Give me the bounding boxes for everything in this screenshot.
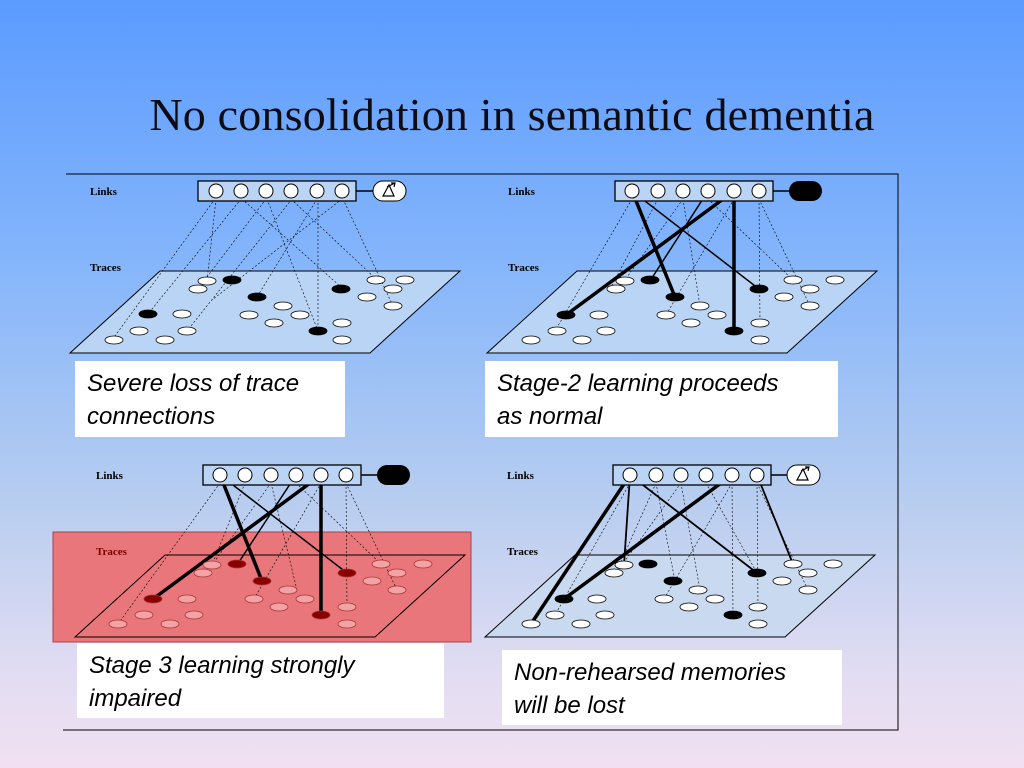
caption-line: Stage 3 learning strongly xyxy=(89,652,355,679)
link-nodes xyxy=(624,183,767,199)
solid-connections xyxy=(529,473,794,625)
traces-label: Traces xyxy=(507,546,539,558)
caption-top-left: Severe loss of trace connections xyxy=(75,361,345,437)
panel-bottom-left: Links Traces xyxy=(52,464,472,643)
caption-line: connections xyxy=(87,403,216,430)
trace-plane xyxy=(483,554,877,638)
panel-bottom-right: Links Traces xyxy=(483,464,877,638)
trace-nodes xyxy=(108,559,433,629)
solid-connections xyxy=(151,473,348,615)
trace-nodes xyxy=(521,559,843,629)
caption-top-right: Stage-2 learning proceeds as normal xyxy=(485,361,838,437)
caption-line: Non-rehearsed memories xyxy=(514,659,787,686)
links-label: Links xyxy=(96,470,124,482)
caption-line: Severe loss of trace xyxy=(87,370,300,397)
links-label: Links xyxy=(90,186,118,198)
caption-line: will be lost xyxy=(514,692,625,719)
traces-label: Traces xyxy=(96,546,128,558)
links-label: Links xyxy=(507,470,535,482)
trace-plane xyxy=(73,554,467,638)
solid-connections xyxy=(564,189,760,331)
slide-title: No consolidation in semantic dementia xyxy=(149,89,875,140)
delta-icon xyxy=(786,464,821,486)
link-nodes xyxy=(208,183,350,199)
links-label: Links xyxy=(508,186,536,198)
panel-top-right: Links Traces xyxy=(485,180,879,354)
dashed-connections xyxy=(111,198,394,341)
caption-line: impaired xyxy=(89,685,182,712)
link-nodes xyxy=(212,467,354,483)
delta-icon xyxy=(372,180,407,202)
caption-line: Stage-2 learning proceeds xyxy=(497,370,779,397)
caption-bottom-left: Stage 3 learning strongly impaired xyxy=(77,643,444,718)
traces-label: Traces xyxy=(508,262,540,274)
traces-label: Traces xyxy=(90,262,122,274)
link-nodes xyxy=(622,467,765,483)
panel-top-left: Links Traces xyxy=(68,180,462,354)
trace-nodes xyxy=(104,275,415,345)
filled-status-pill xyxy=(377,465,410,485)
filled-status-pill xyxy=(789,181,822,201)
caption-line: as normal xyxy=(497,403,603,430)
caption-bottom-right: Non-rehearsed memories will be lost xyxy=(502,650,842,725)
trace-plane xyxy=(485,270,879,354)
diagram-frame xyxy=(63,173,899,731)
trace-plane xyxy=(68,270,462,354)
trace-nodes xyxy=(521,275,845,345)
